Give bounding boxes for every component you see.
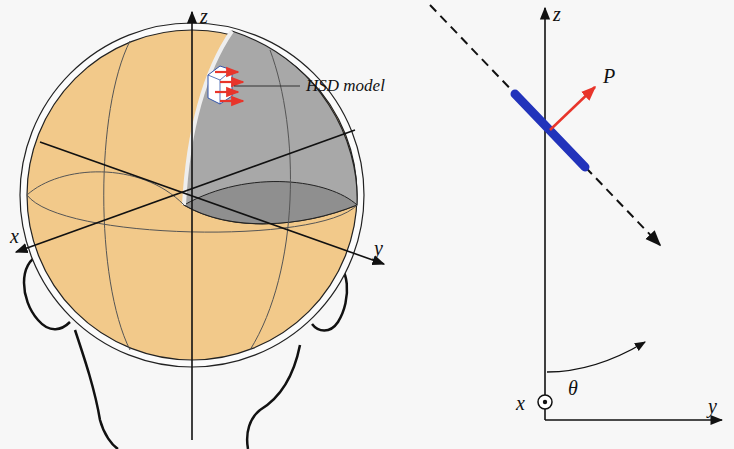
dipole-axis xyxy=(430,5,660,245)
x-axis-out-symbol xyxy=(538,395,552,409)
axis-label: y xyxy=(708,396,717,416)
axis-label: z xyxy=(200,6,208,26)
axes-left xyxy=(16,12,384,440)
hsd-element xyxy=(208,66,243,104)
x-axis-dot xyxy=(543,400,547,404)
angle-label: θ xyxy=(568,378,578,398)
callout-label: HSD model xyxy=(306,77,385,94)
axis-label: x xyxy=(10,226,19,246)
angle-arc xyxy=(547,342,645,372)
axes-right xyxy=(545,8,722,420)
axis-label: y xyxy=(374,238,383,258)
vector-label: P xyxy=(603,66,615,86)
axis-label: z xyxy=(553,4,561,24)
axis-label: x xyxy=(516,393,525,413)
moment-arrow xyxy=(550,87,595,130)
cut-section xyxy=(184,31,357,224)
leader-line xyxy=(234,86,300,87)
